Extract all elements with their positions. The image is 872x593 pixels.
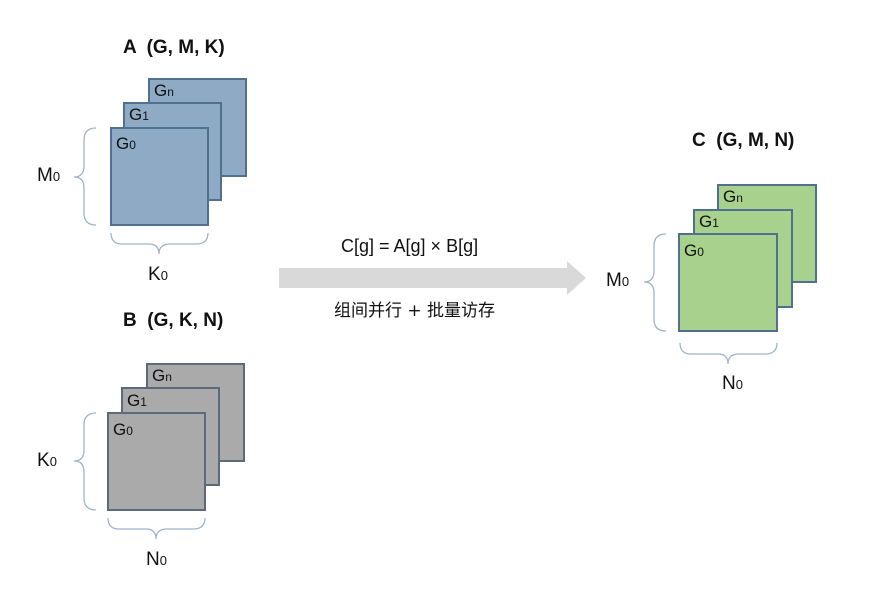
matrix-b-layer-n-label: Gn xyxy=(152,366,172,385)
matrix-c-layer-0 xyxy=(678,233,778,332)
matrix-b-rows-label: K0 xyxy=(37,450,57,471)
matrix-a-stack xyxy=(110,78,247,226)
matrix-c-stack xyxy=(678,184,817,332)
matrix-b-layer-0 xyxy=(107,412,206,511)
brace-b-cols xyxy=(107,517,206,540)
matrix-a-layer-1-label: G1 xyxy=(129,105,149,124)
brace-a-cols xyxy=(110,232,209,255)
matrix-b-stack xyxy=(107,363,245,511)
operation-note: 组间并行 + 批量访存 xyxy=(334,301,496,321)
matrix-a-layer-0 xyxy=(110,127,209,226)
brace-c-rows xyxy=(643,233,667,332)
matrix-b-title: B (G, K, N) xyxy=(123,310,224,331)
matrix-c-layer-0-label: G0 xyxy=(684,241,704,260)
matrix-c-layer-1-label: G1 xyxy=(699,212,719,231)
matrix-c-layer-n-label: Gn xyxy=(723,187,743,206)
matrix-a-layer-0-label: G0 xyxy=(116,134,136,153)
matrix-a-title: A (G, M, K) xyxy=(123,37,225,58)
matrix-c-cols-label: N0 xyxy=(722,373,743,394)
matrix-b-cols-label: N0 xyxy=(146,549,167,570)
operation-arrow xyxy=(279,261,586,295)
brace-a-rows xyxy=(73,127,97,226)
matrix-b-layer-0-label: G0 xyxy=(113,420,133,439)
matrix-a-cols-label: K0 xyxy=(148,264,168,285)
operation-formula: C[g] = A[g] × B[g] xyxy=(341,236,479,256)
matrix-c-rows-label: M0 xyxy=(606,270,630,291)
brace-c-cols xyxy=(679,342,778,365)
matrix-a-layer-n-label: Gn xyxy=(154,81,174,100)
matrix-b-layer-1-label: G1 xyxy=(127,391,147,410)
matrix-c-title: C (G, M, N) xyxy=(692,130,795,151)
matrix-a-rows-label: M0 xyxy=(37,165,61,186)
brace-b-rows xyxy=(73,412,97,511)
